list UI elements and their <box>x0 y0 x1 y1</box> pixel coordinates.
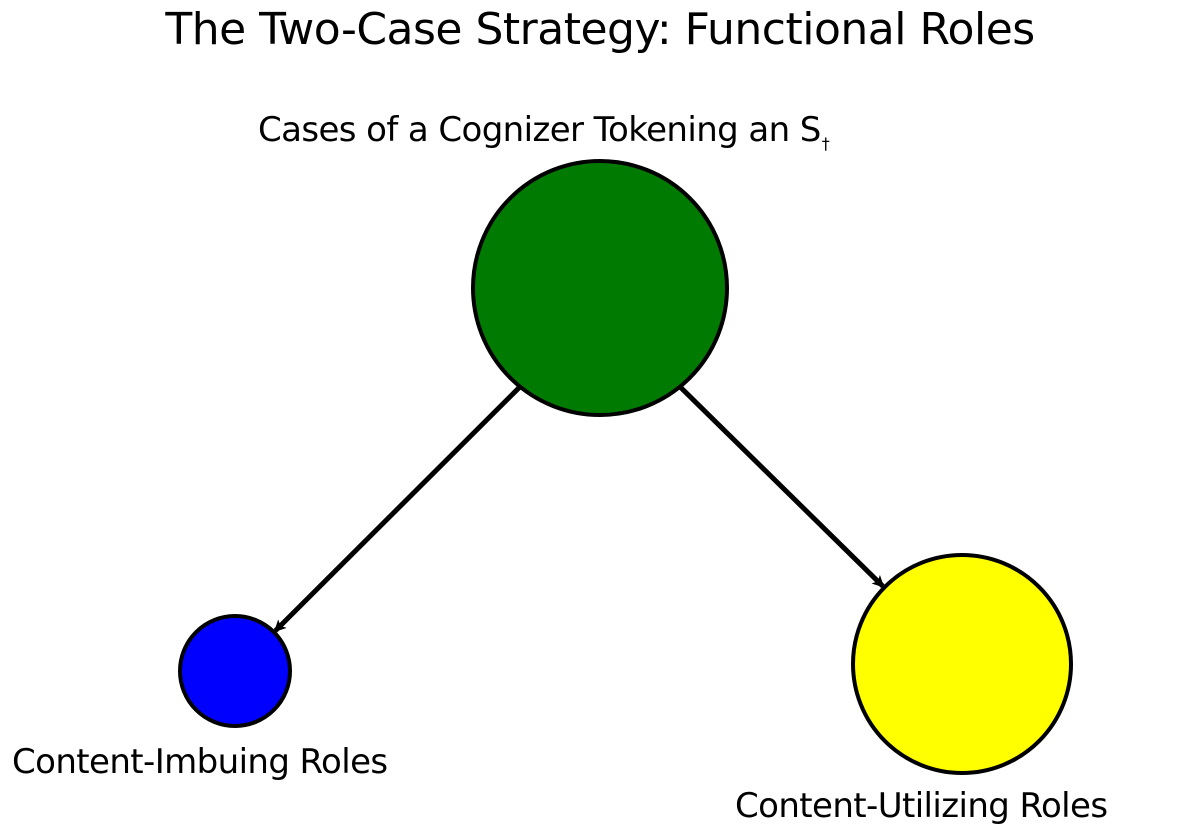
arrow-to-content-imbuing <box>273 384 522 633</box>
root-node-label-subscript: † <box>821 134 830 153</box>
root-node-circle <box>471 159 729 417</box>
diagram-title: The Two-Case Strategy: Functional Roles <box>165 4 1035 55</box>
content-imbuing-label: Content-Imbuing Roles <box>12 742 388 782</box>
root-node-label: Cases of a Cognizer Tokening an S† <box>258 110 830 153</box>
content-imbuing-node-circle <box>178 614 292 728</box>
content-utilizing-label: Content-Utilizing Roles <box>735 786 1108 826</box>
root-node-label-text: Cases of a Cognizer Tokening an S <box>258 110 821 150</box>
content-utilizing-node-circle <box>851 553 1073 775</box>
arrow-to-content-utilizing <box>678 384 885 588</box>
